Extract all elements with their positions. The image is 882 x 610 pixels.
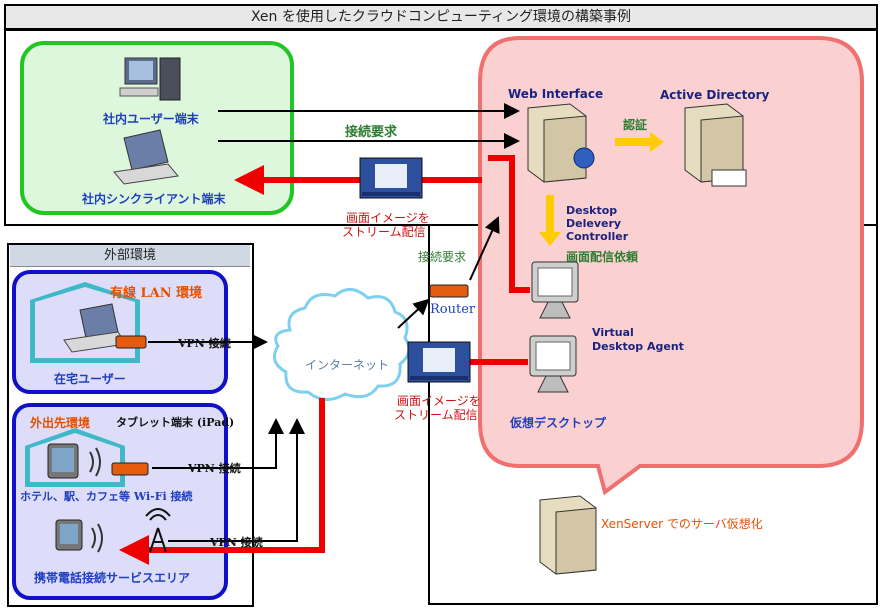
mobile-area-label: 携帯電話接続サービスエリア [34,571,191,585]
monitor-icon [529,335,577,393]
xenserver-icon [539,495,597,575]
vda-label-line1: Virtual [592,326,634,339]
home-laptop-icon [63,303,127,353]
diagram-title: Xen を使用したクラウドコンピューティング環境の構築事例 [4,4,878,30]
vpn-router-icon [111,462,149,476]
user-terminal-label: 社内ユーザー端末 [103,112,199,126]
screen-request-label: 画面配信依頼 [566,250,639,264]
vpn-router-icon [115,335,147,349]
tablet-icon [47,443,79,479]
wired-lan-title: 有線 LAN 環境 [110,286,203,301]
vpn-mobile-label: VPN 接続 [210,536,263,549]
signal-wave-icon [91,523,103,553]
home-user-label: 在宅ユーザー [54,372,126,386]
screen-image-icon [359,157,423,199]
ddc-label-line3: Controller [566,230,629,243]
external-env-header: 外部環境 [10,245,250,267]
internet-cloud-icon [272,288,411,401]
request-arrow [539,195,561,246]
connect-request-label: 接続要求 [345,125,398,140]
web-interface-label: Web Interface [508,87,604,101]
mobile-phone-icon [55,519,83,551]
stream-label-line2: ストリーム配信 [342,225,426,239]
laptop-icon [113,129,179,185]
ddc-label-line2: Delevery [566,217,622,230]
monitor-icon [531,261,579,319]
wifi-label: ホテル、駅、カフェ等 Wi-Fi 接続 [20,490,193,503]
vpn-label: VPN 接続 [178,337,231,350]
tablet-label: タブレット端末 (iPad) [116,416,235,429]
auth-arrow [615,132,664,152]
screen-image-icon [407,341,471,383]
desktop-pc-icon [119,57,181,101]
router-icon [429,284,469,298]
away-title: 外出先環境 [30,416,91,430]
xenserver-label: XenServer でのサーバ仮想化 [601,517,763,531]
vpn-wifi-label: VPN 接続 [188,462,241,475]
active-directory-label: Active Directory [660,88,770,102]
internet-label: インターネット [305,358,390,372]
internal-zone [20,41,294,215]
connect-request-label-2: 接続要求 [418,250,467,264]
ddc-label-line1: Desktop [566,204,618,217]
vda-label-line2: Desktop Agent [592,340,684,353]
stream-label-2-line1: 画面イメージを [397,394,481,408]
antenna-tower-icon [145,508,171,553]
virtual-desktop-label: 仮想デスクトップ [510,416,607,430]
stream-label-2-line2: ストリーム配信 [394,408,478,422]
wifi-icon [89,447,101,477]
thin-client-label: 社内シンクライアント端末 [82,192,226,206]
stream-label-line1: 画面イメージを [346,211,430,225]
ad-server-icon [684,103,747,187]
external-frame [7,243,254,607]
auth-label: 認証 [623,118,648,132]
router-label: Router [430,302,476,317]
web-server-icon [527,103,595,183]
